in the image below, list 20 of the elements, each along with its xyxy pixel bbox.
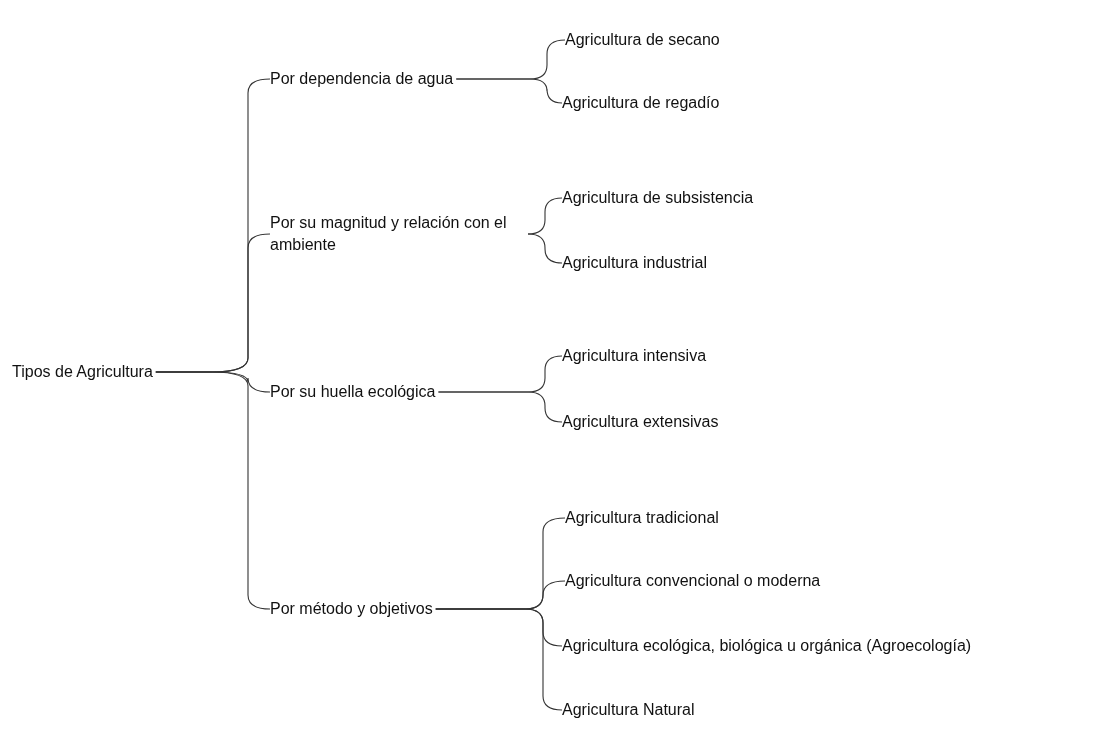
category-label: Agricultura de regadío <box>562 92 720 114</box>
category-label: Agricultura de subsistencia <box>562 187 754 209</box>
category-label: Por su huella ecológica <box>270 381 436 403</box>
brace-line <box>455 78 563 104</box>
category-label: Agricultura convencional o moderna <box>565 570 821 592</box>
category-label: Agricultura tradicional <box>565 507 719 529</box>
category-label: Tipos de Agricultura <box>12 361 153 383</box>
category-label: Agricultura extensivas <box>562 411 719 433</box>
category-label: Agricultura industrial <box>562 252 707 274</box>
category-label: Por su magnitud y relación con el ambiente <box>270 212 528 256</box>
brace-line <box>527 233 563 264</box>
category-label: Agricultura ecológica, biológica u orgánica (Agroecología) <box>562 635 972 657</box>
category-label: Agricultura intensiva <box>562 345 707 367</box>
brace-line <box>155 371 271 610</box>
category-label: Por dependencia de agua <box>270 68 454 90</box>
brace-line <box>435 608 563 711</box>
category-label: Por método y objetivos <box>270 598 433 620</box>
category-label: Agricultura de secano <box>565 29 720 51</box>
category-label: Agricultura Natural <box>562 699 695 721</box>
brace-line <box>437 391 563 423</box>
